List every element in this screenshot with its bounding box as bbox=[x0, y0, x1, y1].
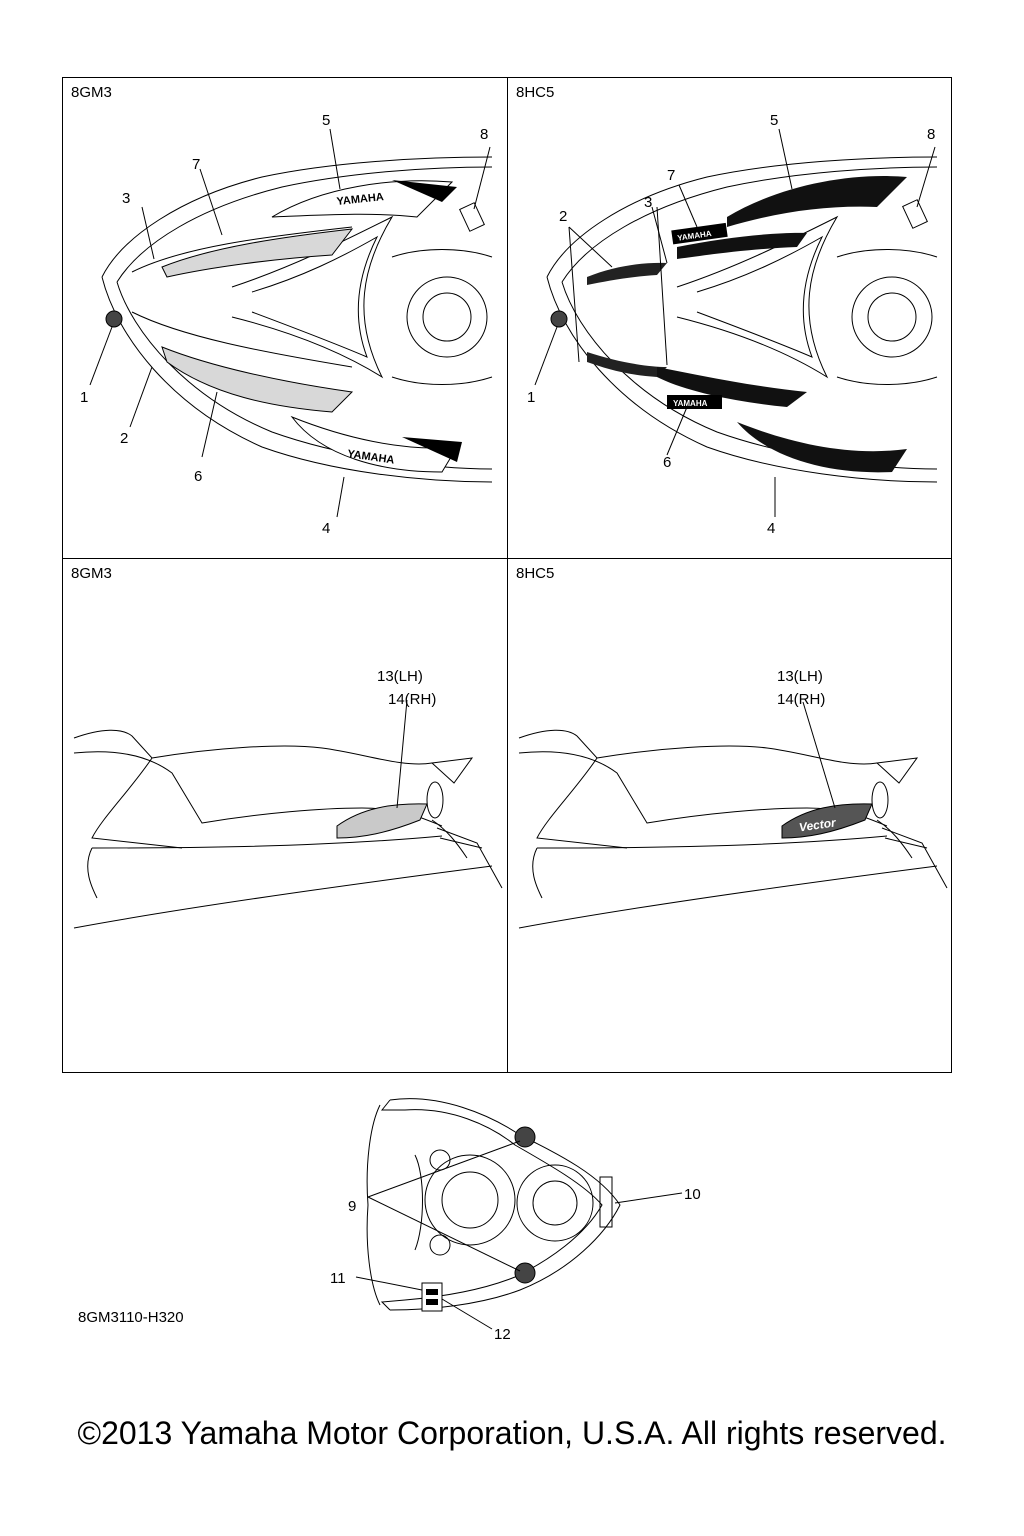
panel-model-label: 8HC5 bbox=[516, 565, 555, 582]
top-view-8hc5-drawing: YAMAHA YAMAHA 1 2 3 4 5 6 7 8 bbox=[527, 112, 938, 537]
decal-brand-text: YAMAHA bbox=[673, 399, 708, 408]
callout-1: 1 bbox=[527, 389, 535, 406]
callout-13-lh: 13(LH) bbox=[777, 668, 823, 685]
callout-7: 7 bbox=[667, 167, 675, 184]
side-view-8gm3-drawing: 13(LH) 14(RH) bbox=[73, 668, 503, 929]
callout-6: 6 bbox=[663, 454, 671, 471]
panel-model-label: 8GM3 bbox=[71, 565, 112, 582]
rear-deck-drawing: 9 10 11 12 bbox=[330, 1098, 701, 1343]
callout-5: 5 bbox=[770, 112, 778, 129]
decal-brand-text: YAMAHA bbox=[336, 191, 384, 208]
callout-7: 7 bbox=[192, 156, 200, 173]
callout-13-lh: 13(LH) bbox=[377, 668, 423, 685]
diagram-code: 8GM3110-H320 bbox=[78, 1309, 184, 1326]
callout-2: 2 bbox=[120, 430, 128, 447]
callout-2: 2 bbox=[559, 208, 567, 225]
callout-10: 10 bbox=[684, 1186, 701, 1203]
decal-model-text: Vector bbox=[798, 815, 838, 834]
callout-11: 11 bbox=[330, 1270, 346, 1287]
callout-12: 12 bbox=[494, 1326, 511, 1343]
callout-3: 3 bbox=[122, 190, 130, 207]
copyright-notice: ©2013 Yamaha Motor Corporation, U.S.A. A… bbox=[77, 1415, 947, 1451]
callout-3: 3 bbox=[644, 194, 652, 211]
callout-9: 9 bbox=[348, 1198, 356, 1215]
callout-8: 8 bbox=[480, 126, 488, 143]
panel-bottom-right: 8HC5 bbox=[507, 558, 952, 1073]
side-view-8hc5-drawing: Vector 13(LH) 14(RH) bbox=[518, 668, 948, 929]
callout-5: 5 bbox=[322, 112, 330, 129]
panel-model-label: 8HC5 bbox=[516, 84, 555, 101]
panel-model-label: 8GM3 bbox=[71, 84, 112, 101]
callout-4: 4 bbox=[767, 520, 775, 537]
top-view-8gm3-drawing: YAMAHA YAMAHA 1 2 3 4 5 6 7 8 bbox=[80, 112, 493, 537]
callout-6: 6 bbox=[194, 468, 202, 485]
callout-14-rh: 14(RH) bbox=[777, 691, 825, 708]
callout-14-rh: 14(RH) bbox=[388, 691, 436, 708]
callout-8: 8 bbox=[927, 126, 935, 143]
callout-4: 4 bbox=[322, 520, 330, 537]
callout-1: 1 bbox=[80, 389, 88, 406]
